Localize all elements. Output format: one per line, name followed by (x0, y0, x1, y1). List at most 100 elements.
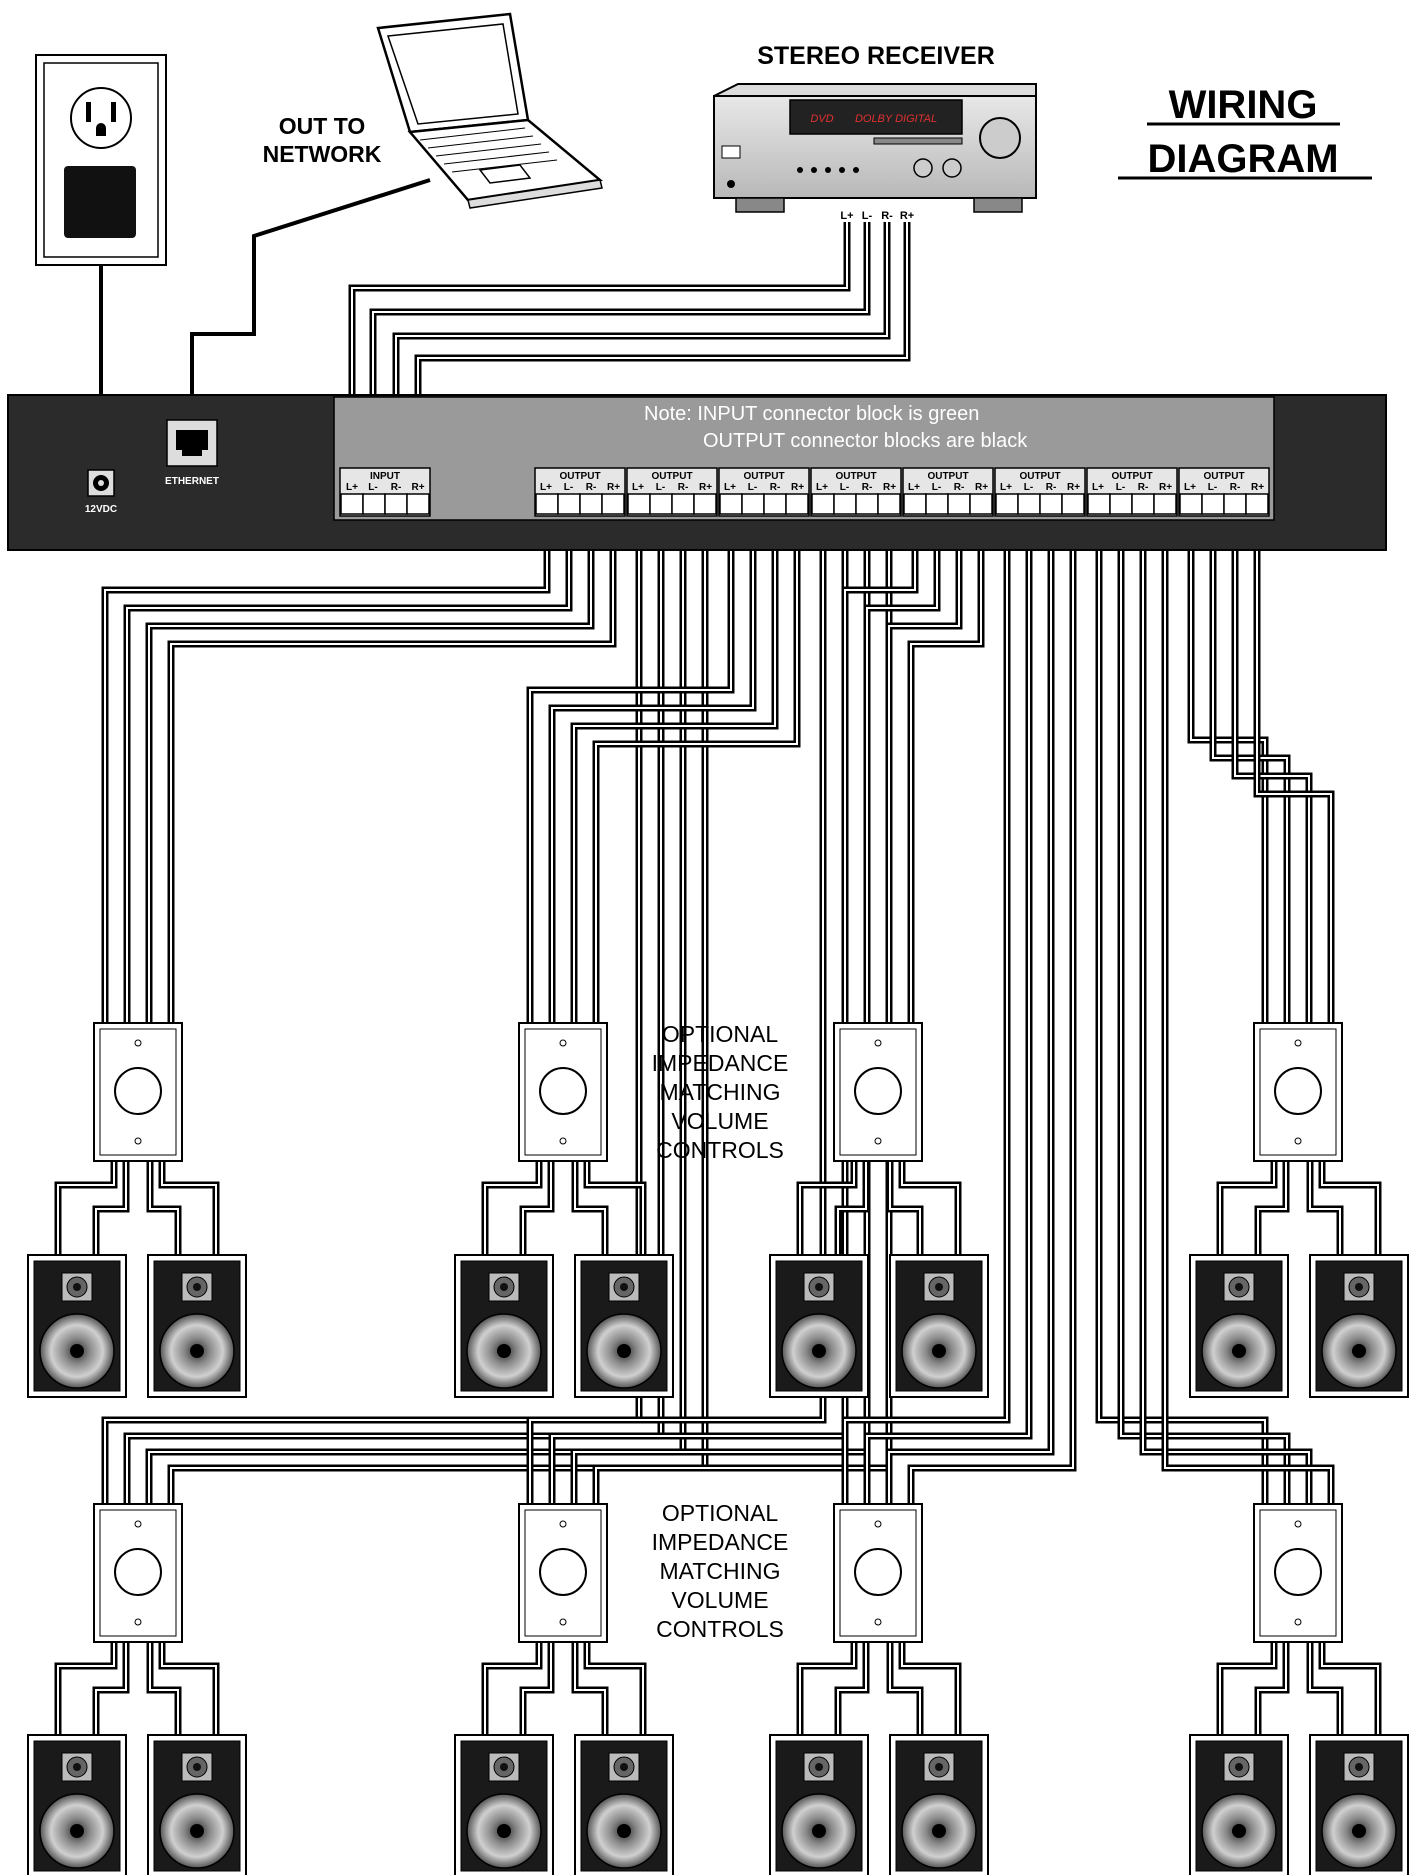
output-pin-label: L- (564, 482, 573, 493)
output-pin-label: R+ (1159, 482, 1172, 493)
hub-output-wire-3-3 (570, 516, 779, 1023)
hub-output-wire-5-1 (841, 516, 919, 1023)
output-pin-label: L- (748, 482, 757, 493)
output-block-label: OUTPUT (835, 471, 876, 482)
output-pin-label: L- (932, 482, 941, 493)
speaker-icon (889, 1734, 989, 1875)
vc-label-bottom-5: CONTROLS (656, 1616, 784, 1642)
vc-speaker-wire-core (161, 1642, 217, 1735)
network-label-line-1: OUT TO (279, 113, 365, 139)
speaker-wires (54, 178, 1382, 1735)
output-pin-label: R+ (791, 482, 804, 493)
output-pin-socket (601, 493, 625, 515)
input-pin-rplus: R+ (411, 482, 424, 493)
output-pin-socket (649, 493, 673, 515)
volume-control-top-4 (1253, 1022, 1343, 1162)
hub-output-wire-8-2-core (1212, 516, 1288, 1023)
output-block-label: OUTPUT (1203, 471, 1244, 482)
hub-output-wire-8-4-core (1256, 516, 1332, 1023)
output-pin-socket (925, 493, 949, 515)
power-jack: 12VDC (85, 469, 117, 515)
output-pin-socket (693, 493, 717, 515)
speaker-icon (574, 1254, 674, 1398)
vc-speaker-wire-core (837, 1161, 867, 1255)
receiver-terminal-lminus: L- (862, 210, 873, 222)
receiver-terminal-rminus: R- (881, 210, 893, 222)
output-pin-label: L+ (632, 482, 644, 493)
speaker-icon (27, 1734, 127, 1875)
output-pin-socket (671, 493, 695, 515)
volume-control-bottom-3 (833, 1503, 923, 1643)
vc-speaker-wire-core (149, 1161, 179, 1255)
output-pin-label: R+ (607, 482, 620, 493)
vc-speaker-wire-core (484, 1642, 540, 1735)
vc-speaker-wire-core (1219, 1642, 1275, 1735)
output-pin-socket (995, 493, 1019, 515)
vc-label-bottom-4: VOLUME (671, 1587, 768, 1613)
receiver-terminal-rplus: R+ (900, 210, 914, 222)
receiver-display-left: DVD (810, 113, 833, 125)
vc-speaker-wire-core (1309, 1642, 1341, 1735)
output-pin-label: R+ (975, 482, 988, 493)
hub-note-line-1: Note: INPUT connector block is green (644, 403, 979, 425)
output-block-label: OUTPUT (559, 471, 600, 482)
speaker-icon (1309, 1254, 1409, 1398)
network-label: OUT TO NETWORK (263, 113, 382, 167)
output-pin-socket (785, 493, 809, 515)
hub-output-wire-6-3-core (888, 516, 1052, 1504)
vc-speaker-wire-core (799, 1161, 855, 1255)
hub-output-wire-1-4-core (170, 516, 614, 1023)
hub-output-wire-1-1-core (104, 516, 548, 1023)
output-pin-socket (627, 493, 651, 515)
input-connector-block: INPUT L+ L- R- R+ (339, 467, 431, 517)
output-pin-socket (1087, 493, 1111, 515)
output-pin-socket (741, 493, 765, 515)
output-block-label: OUTPUT (1111, 471, 1152, 482)
output-pin-socket (1017, 493, 1041, 515)
receiver-terminal-lplus: L+ (840, 210, 853, 222)
hub-output-wire-3-2-core (551, 516, 754, 1023)
vc-label-bottom-3: MATCHING (660, 1558, 781, 1584)
output-pin-socket (535, 493, 559, 515)
output-pin-label: R- (1230, 482, 1241, 493)
title-line-1: WIRING (1169, 83, 1318, 127)
vc-speaker-wire-core (484, 1161, 540, 1255)
output-pin-socket (855, 493, 879, 515)
vc-speaker-wire-core (1257, 1642, 1287, 1735)
output-pin-socket (1039, 493, 1063, 515)
vc-speaker-wire-core (522, 1642, 552, 1735)
hub-output-wire-8-2 (1209, 516, 1291, 1023)
output-pin-socket (947, 493, 971, 515)
vc-label-top-3: MATCHING (660, 1079, 781, 1105)
vc-speaker-wire-core (574, 1161, 606, 1255)
power-label: 12VDC (85, 504, 117, 515)
output-pin-socket (1245, 493, 1269, 515)
output-pin-label: R- (862, 482, 873, 493)
output-pin-socket (1201, 493, 1225, 515)
vc-label-top-4: VOLUME (671, 1108, 768, 1134)
power-adapter-icon (64, 166, 136, 238)
volume-control-bottom-1 (93, 1503, 183, 1643)
speaker-icon (889, 1254, 989, 1398)
output-pin-label: L- (656, 482, 665, 493)
output-pin-label: L- (1024, 482, 1033, 493)
page-title: WIRING DIAGRAM (1118, 83, 1372, 181)
output-pin-label: L+ (1092, 482, 1104, 493)
vc-speaker-wire-core (901, 1642, 959, 1735)
vc-speaker-wire-core (901, 1161, 959, 1255)
vc-speaker-wire-core (1321, 1161, 1379, 1255)
vc-label-bottom-1: OPTIONAL (662, 1500, 779, 1526)
vc-speaker-wire-core (1309, 1161, 1341, 1255)
volume-control-bottom-4 (1253, 1503, 1343, 1643)
audio-hub: 12VDC ETHERNET Note: INPUT connector blo… (7, 394, 1387, 551)
hub-output-wire-5-4 (907, 516, 985, 1023)
hub-output-wire-5-4-core (910, 516, 982, 1023)
output-pin-label: R- (1138, 482, 1149, 493)
output-pin-label: R+ (699, 482, 712, 493)
ethernet-label: ETHERNET (165, 476, 219, 487)
